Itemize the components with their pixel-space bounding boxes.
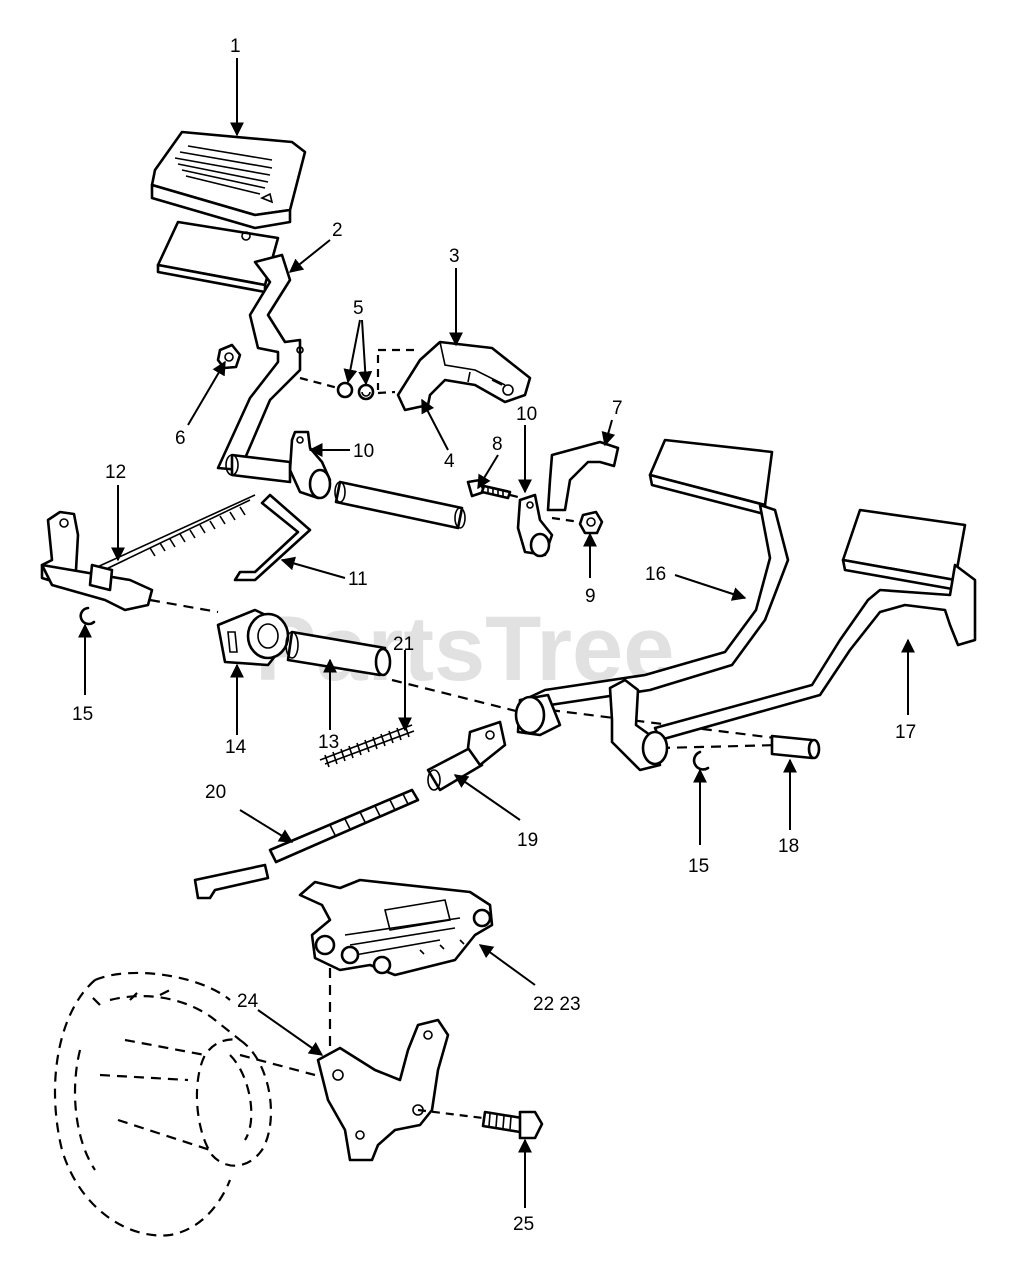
bolt-25	[481, 1110, 544, 1140]
callout-21: 21	[393, 634, 414, 655]
callout-14: 14	[225, 737, 247, 758]
plate-24	[316, 1018, 450, 1162]
nut-6	[216, 343, 242, 370]
pivot-bracket-10	[288, 430, 332, 500]
bent-rod-11	[233, 493, 312, 582]
callout-6: 6	[175, 428, 186, 449]
callout-7: 7	[612, 398, 623, 419]
callout-19: 19	[517, 830, 538, 851]
callout-15-right: 15	[688, 856, 709, 877]
caliper-22-23	[298, 878, 494, 977]
callout-12: 12	[105, 462, 126, 483]
arm-10	[516, 493, 554, 558]
leader-lines	[78, 58, 915, 1208]
brake-pedal-arm	[156, 220, 304, 472]
callout-5: 5	[353, 298, 364, 319]
callout-16: 16	[645, 564, 666, 585]
callout-9: 9	[585, 586, 596, 607]
pedal-pad-cover	[150, 130, 307, 230]
callout-15-left: 15	[72, 704, 93, 725]
pin-18	[770, 734, 814, 760]
clevis-19	[426, 720, 507, 792]
callout-11: 11	[348, 569, 368, 590]
spring-21	[319, 724, 415, 768]
clip-15-right	[692, 750, 710, 771]
callout-20: 20	[205, 782, 226, 803]
callout-2: 2	[332, 220, 343, 241]
callout-3: 3	[449, 246, 460, 267]
pedal-17	[653, 508, 977, 742]
rod-20	[193, 788, 420, 900]
callout-17: 17	[895, 722, 916, 743]
strap-bracket-7	[546, 440, 620, 512]
callout-24: 24	[237, 991, 259, 1012]
callout-8: 8	[492, 434, 503, 455]
nut-9	[578, 510, 604, 535]
bushing-bracket-14	[216, 608, 290, 667]
callout-22-23: 22 23	[533, 994, 581, 1015]
pin-shaft-upper	[334, 480, 464, 530]
shaft-assembly-12	[40, 494, 256, 612]
callout-4: 4	[444, 451, 455, 472]
bracket-3	[396, 340, 532, 412]
callout-1: 1	[230, 36, 241, 57]
callout-10-right: 10	[516, 404, 537, 425]
bolt-8	[466, 478, 512, 500]
callout-18: 18	[778, 836, 799, 857]
clip-15-left	[79, 606, 96, 626]
callout-labels: 1 2 3 4 5 6 7 8 9 10 10 11 12 13 14 15 1…	[72, 36, 916, 1235]
callout-25: 25	[513, 1214, 534, 1235]
callout-10-left: 10	[353, 441, 374, 462]
axle-hub-outline	[53, 971, 273, 1237]
callout-13: 13	[318, 732, 339, 753]
washers-5	[336, 381, 375, 401]
pedal-bushing	[230, 453, 292, 484]
